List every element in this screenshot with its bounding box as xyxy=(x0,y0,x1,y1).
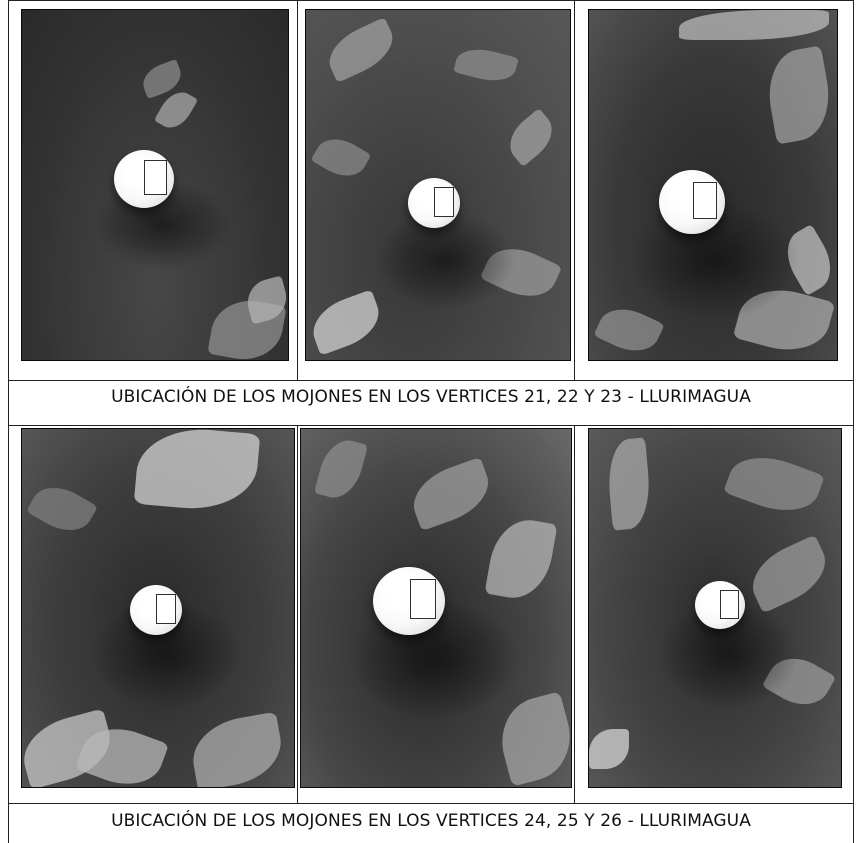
caption-row-2: UBICACIÓN DE LOS MOJONES EN LOS VERTICES… xyxy=(111,811,751,831)
column-divider xyxy=(574,0,575,380)
photo-vertex-21 xyxy=(21,9,289,361)
survey-marker xyxy=(114,150,174,208)
column-divider xyxy=(297,425,298,803)
divider-line xyxy=(8,425,854,426)
marker-label xyxy=(434,187,454,217)
photo-vertex-26 xyxy=(588,428,842,788)
top-border xyxy=(8,0,854,1)
survey-marker xyxy=(695,581,745,629)
marker-label xyxy=(692,181,718,220)
marker-label xyxy=(144,160,167,195)
survey-marker xyxy=(373,567,445,635)
photo-vertex-23 xyxy=(588,9,838,361)
survey-marker xyxy=(130,585,182,635)
photo-vertex-24 xyxy=(21,428,295,788)
caption-row-1: UBICACIÓN DE LOS MOJONES EN LOS VERTICES… xyxy=(111,387,751,407)
photo-vertex-25 xyxy=(300,428,572,788)
marker-label xyxy=(720,589,739,619)
photo-vertex-22 xyxy=(305,9,571,361)
marker-label xyxy=(409,579,437,620)
column-divider xyxy=(297,0,298,380)
divider-line xyxy=(8,380,854,381)
document-frame xyxy=(8,0,854,843)
survey-marker xyxy=(408,178,460,228)
survey-marker xyxy=(659,170,725,234)
marker-label xyxy=(156,594,176,624)
column-divider xyxy=(574,425,575,803)
divider-line xyxy=(8,803,854,804)
